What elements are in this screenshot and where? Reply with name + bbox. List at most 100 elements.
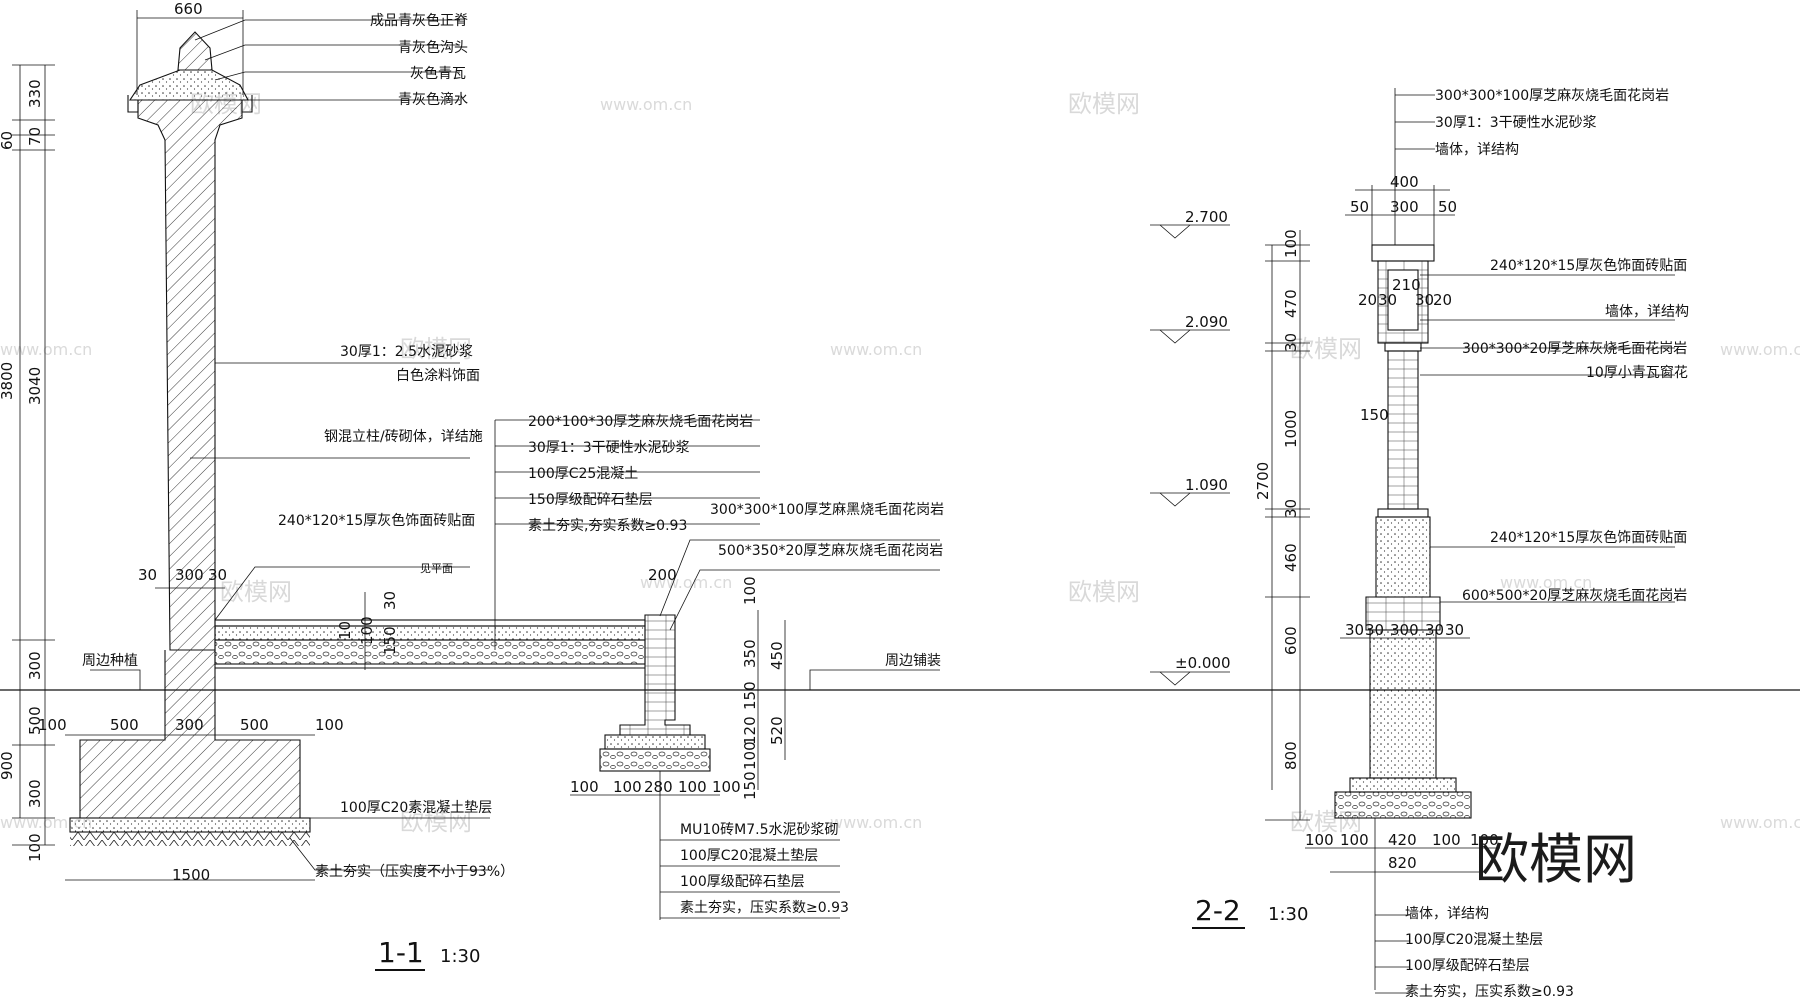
dim-b-300: 300 [175, 716, 204, 734]
note-top3: 墙体，详结构 [1435, 142, 1519, 158]
lower-body [1375, 516, 1431, 598]
dim-f-100d: 100 [1470, 831, 1499, 849]
dim-v-600: 600 [1282, 626, 1300, 655]
dim-w-50b: 50 [1438, 198, 1457, 216]
note-curb1: 300*300*100厚芝麻黑烧毛面花岗岩 [710, 502, 944, 518]
dim-f-100b: 100 [613, 778, 642, 796]
stone-band [1365, 596, 1441, 631]
dim-v-460: 460 [1282, 543, 1300, 572]
concrete-pad [69, 817, 311, 833]
section-scale: 1:30 [1268, 904, 1308, 925]
curb-pad [604, 734, 706, 750]
watermark-url: www.om.cn [640, 573, 732, 592]
dim-f-420: 420 [1388, 831, 1417, 849]
dim-w-30a: 30 [138, 566, 157, 584]
note-footing3: 100厚级配碎石垫层 [680, 874, 805, 890]
footing [79, 650, 301, 819]
dim-c-450: 450 [768, 641, 786, 670]
section-2-2-title: 2-2 1:30 [1192, 894, 1308, 929]
dim-m-30c: 30 [1425, 621, 1444, 639]
window-lattice [1387, 350, 1419, 510]
note-mortar: 30厚1：2.5水泥砂浆 [340, 344, 473, 360]
dim-f-100c: 100 [678, 778, 707, 796]
dim-m-30d: 30 [1445, 621, 1464, 639]
dim-w-20a: 20 [1358, 291, 1377, 309]
note-bot1: 墙体，详结构 [1405, 906, 1489, 922]
note-base2: 素土夯实（压实度不小于93%） [315, 864, 514, 880]
note-paving2: 30厚1：3干硬性水泥砂浆 [528, 440, 690, 456]
dim-b-500b: 500 [240, 716, 269, 734]
watermark: 欧模网 [1068, 578, 1140, 606]
base-pier [1369, 629, 1437, 779]
pier-cap [1371, 244, 1435, 262]
note-base1: 100厚C20素混凝土垫层 [340, 800, 492, 816]
dim-b-1500: 1500 [172, 866, 210, 884]
note-column: 钢混立柱/砖砌体，详结施 [324, 429, 483, 445]
note-band: 600*500*20厚芝麻灰烧毛面花岗岩 [1462, 588, 1687, 604]
watermark-layer: 欧模网 www.om.cn 欧模网 欧模网 www.om.cn 欧模网 www.… [0, 90, 1800, 836]
dim-p-100: 100 [358, 616, 376, 645]
dim-h-330: 330 [26, 79, 44, 108]
dim-f-820: 820 [1388, 854, 1417, 872]
watermark: 欧模网 [400, 335, 472, 363]
note-ground: 见平面 [420, 562, 453, 575]
watermark: 欧模网 [1290, 335, 1362, 363]
dim-h-60: 60 [0, 131, 16, 150]
dim-h-70: 70 [26, 127, 44, 146]
note-bot4: 素土夯实，压实系数≥0.93 [1405, 984, 1574, 1000]
lower-cap [1377, 508, 1429, 518]
dim-w-210: 210 [1392, 276, 1421, 294]
section-1-1-dim-text: 660 3800 330 60 70 3040 300 900 500 300 … [0, 0, 786, 884]
note-wall: 墙体，详结构 [1605, 304, 1689, 320]
ridge-cap [177, 31, 213, 71]
dim-f-100d: 100 [712, 778, 741, 796]
note-bot2: 100厚C20混凝土垫层 [1405, 932, 1543, 948]
dim-v-800: 800 [1282, 741, 1300, 770]
dim-h-300: 300 [26, 651, 44, 680]
roof-tiles [128, 69, 249, 101]
section-1-1-dimensions [12, 10, 786, 881]
section-1-1 [69, 31, 711, 846]
gravel-layer [214, 639, 646, 665]
note-tile2: 240*120*15厚灰色饰面砖贴面 [1490, 529, 1687, 546]
note-paving5: 素土夯实,夯实系数≥0.93 [528, 518, 687, 534]
dim-h-total: 3800 [0, 362, 16, 400]
note-paving4: 150厚级配碎石垫层 [528, 492, 653, 508]
note-top2: 30厚1：3干硬性水泥砂浆 [1435, 115, 1597, 131]
note-paving3: 100厚C25混凝土 [528, 466, 638, 482]
note-paving-edge: 周边铺装 [885, 653, 941, 669]
dim-m-300: 300 [1390, 621, 1419, 639]
dim-v-470: 470 [1282, 289, 1300, 318]
watermark-url: www.om.cn [1720, 340, 1800, 359]
note-tile: 240*120*15厚灰色饰面砖贴面 [278, 512, 475, 529]
note-cap4: 青灰色滴水 [398, 91, 468, 108]
dim-v-150: 150 [1360, 406, 1389, 424]
elevation-1-090: 1.090 [1185, 476, 1228, 494]
dim-w-300: 300 [175, 566, 204, 584]
dim-h-500: 500 [26, 706, 44, 735]
upper-panel [1387, 269, 1419, 331]
dim-h-900: 900 [0, 751, 16, 780]
section-title: 2-2 [1195, 894, 1241, 927]
section-scale: 1:30 [440, 946, 480, 967]
section-1-1-text: 成品青灰色正脊 青灰色沟头 灰色青瓦 青灰色滴水 30厚1：2.5水泥砂浆 白色… [82, 12, 944, 916]
dim-f-100a: 100 [570, 778, 599, 796]
note-curb2: 500*350*20厚芝麻灰烧毛面花岗岩 [718, 543, 943, 559]
dim-b-100a: 100 [38, 716, 67, 734]
dim-p-10: 10 [336, 621, 354, 640]
note-cap1: 成品青灰色正脊 [370, 12, 468, 29]
dim-w-400: 400 [1390, 173, 1419, 191]
dim-f-280: 280 [644, 778, 673, 796]
note-paving1: 200*100*30厚芝麻灰烧毛面花岗岩 [528, 414, 753, 430]
watermark: 欧模网 [400, 808, 472, 836]
note-cap: 300*300*20厚芝麻灰烧毛面花岗岩 [1462, 341, 1687, 357]
dim-w-30b: 30 [1415, 291, 1434, 309]
note-tile1: 240*120*15厚灰色饰面砖贴面 [1490, 257, 1687, 274]
dim-v-30b: 30 [1282, 499, 1300, 518]
dim-c-100: 100 [741, 576, 759, 605]
dim-c-520: 520 [768, 716, 786, 745]
watermark: 欧模网 [1068, 90, 1140, 118]
mid-cap [1384, 342, 1422, 352]
section-2-2-dim-text: 400 50 300 50 210 20 30 30 20 2700 100 4… [1254, 173, 1499, 872]
